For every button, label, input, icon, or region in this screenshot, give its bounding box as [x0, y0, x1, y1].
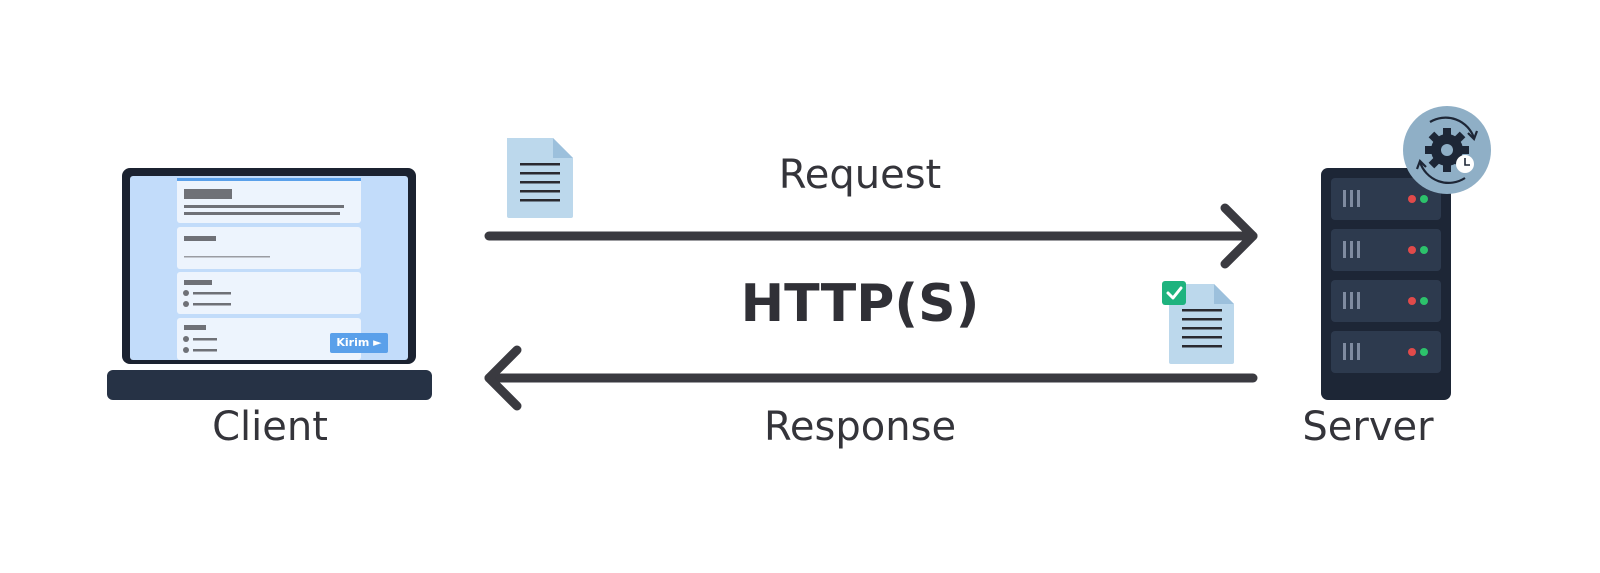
- server-unit: [1331, 280, 1441, 322]
- document-icon: [507, 138, 573, 218]
- protocol-label: HTTP(S): [740, 274, 980, 334]
- form-mockup: [177, 178, 388, 360]
- checked-document-icon: [1162, 281, 1234, 364]
- server-label: Server: [1302, 404, 1434, 450]
- request-arrow: [484, 203, 1258, 269]
- server-unit: [1331, 229, 1441, 271]
- server-icon: [1321, 168, 1451, 400]
- form-submit-button: Kirim ►: [336, 336, 382, 349]
- client-label: Client: [212, 404, 328, 450]
- server-unit: [1331, 331, 1441, 373]
- check-badge: [1162, 281, 1186, 305]
- response-label: Response: [763, 404, 957, 450]
- laptop-base: [107, 370, 432, 400]
- server-unit: [1331, 178, 1441, 220]
- laptop-icon: [107, 168, 432, 400]
- request-label: Request: [778, 152, 942, 198]
- form-submit-button-bg: [330, 333, 388, 353]
- gear-sync-icon: [1403, 106, 1491, 194]
- response-arrow: [484, 345, 1258, 411]
